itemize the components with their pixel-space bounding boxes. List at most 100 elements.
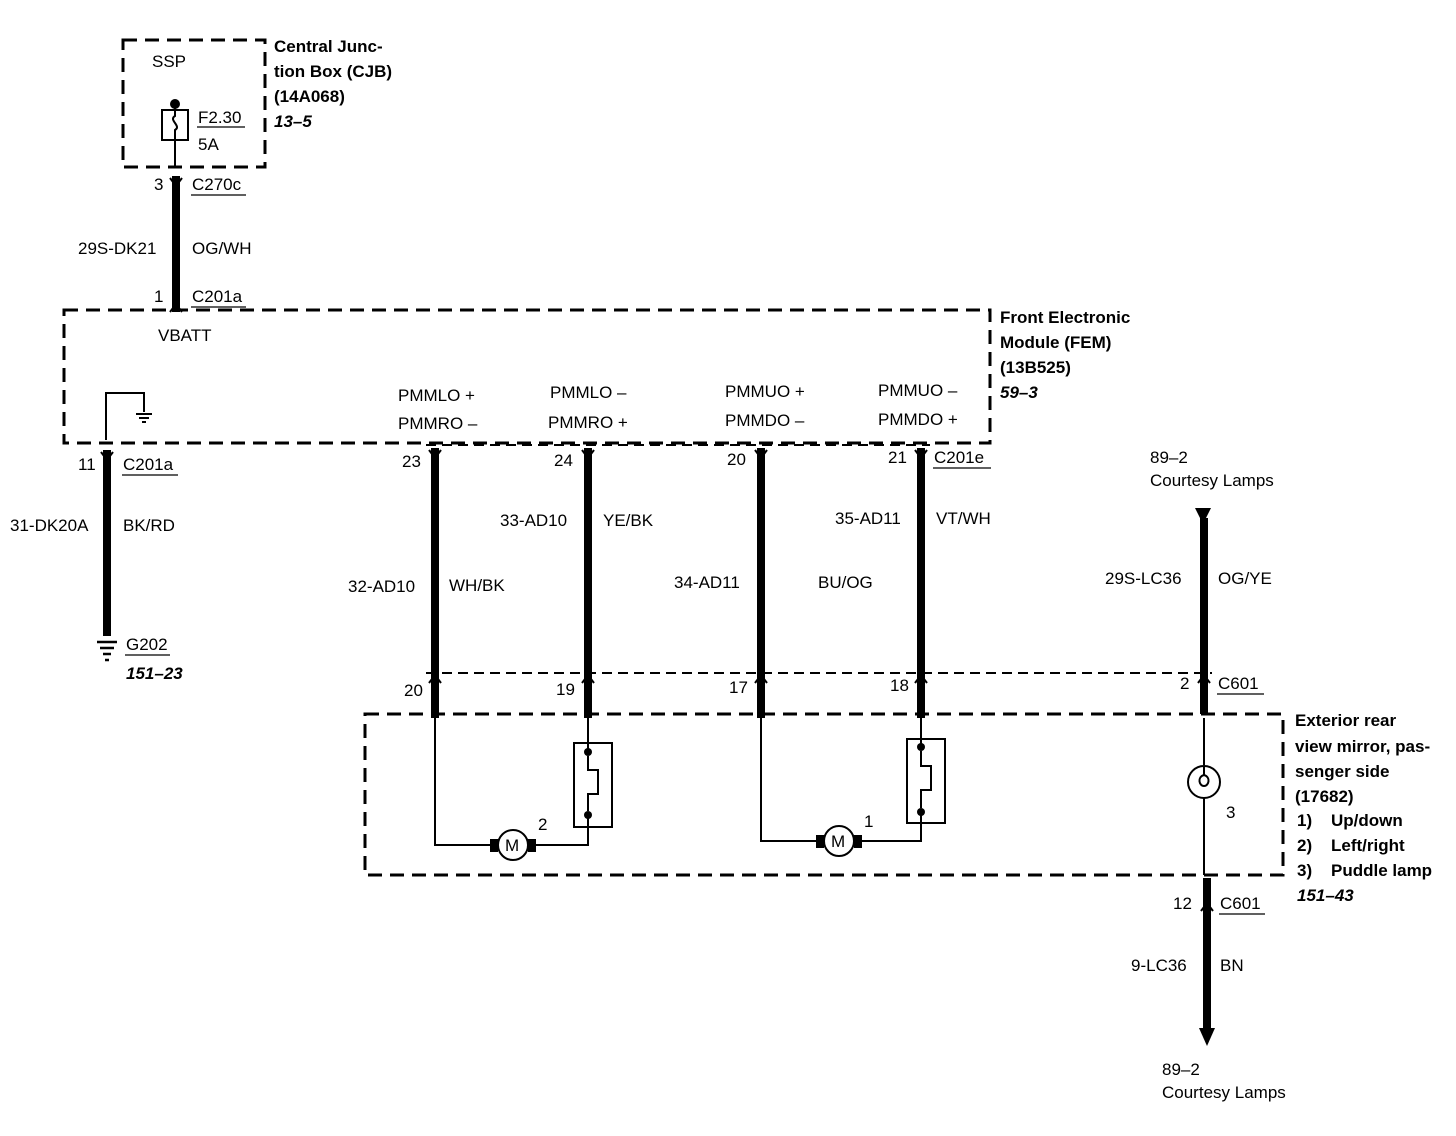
ground-id: G202 xyxy=(126,635,168,654)
courtesy-bottom-arrow xyxy=(1199,1028,1215,1046)
courtesy-bottom-ref: 89–2 xyxy=(1162,1060,1200,1079)
fuse-element xyxy=(172,104,178,168)
fem-title-1: Front Electronic xyxy=(1000,308,1130,327)
lamp-filament xyxy=(1198,766,1210,788)
mirror-title-1: Exterior rear xyxy=(1295,711,1396,730)
fem-signal-4-line2: PMMDO + xyxy=(878,410,958,429)
motor1-brush-right xyxy=(854,835,862,848)
courtesy-connector-top: C601 xyxy=(1218,674,1259,693)
ground-pin: 11 xyxy=(78,455,96,474)
feed-circuit: 29S-DK21 xyxy=(78,239,156,258)
lamp-num: 3 xyxy=(1226,803,1235,822)
courtesy-connector-bottom: C601 xyxy=(1220,894,1261,913)
mirror-item-1-text: Up/down xyxy=(1331,811,1403,830)
courtesy-bottom-label: Courtesy Lamps xyxy=(1162,1083,1286,1102)
mirror-box xyxy=(363,712,1285,877)
fem-signal-3-line1: PMMUO + xyxy=(725,382,805,401)
wire-3-mirror-pin: 17 xyxy=(729,678,748,697)
wire-1-circuit: 32-AD10 xyxy=(348,577,415,596)
wire-2-fem-pin: 24 xyxy=(554,451,573,470)
switch1-element xyxy=(920,751,932,808)
mirror-part-no: (17682) xyxy=(1295,787,1354,806)
fem-internal-ground-icon xyxy=(136,413,152,423)
wire-2-circuit: 33-AD10 xyxy=(500,511,567,530)
fem-connector-label: C201e xyxy=(934,448,984,467)
feed-connector-bottom-label: C201a xyxy=(192,287,243,306)
fem-signal-1-line2: PMMRO – xyxy=(398,414,478,433)
ground-circuit: 31-DK20A xyxy=(10,516,89,535)
wire-4-fem-pin: 21 xyxy=(888,448,907,467)
mirror-title-3: senger side xyxy=(1295,762,1390,781)
fem-vbatt: VBATT xyxy=(158,326,212,345)
mirror-wire-3 xyxy=(754,448,768,718)
cjb-title-2: tion Box (CJB) xyxy=(274,62,392,81)
motor1-brush-left xyxy=(816,835,824,848)
mirror-wire-2 xyxy=(581,448,595,718)
motor2-brush-right xyxy=(528,839,536,852)
cjb-inner-label: SSP xyxy=(152,52,186,71)
fuse-id: F2.30 xyxy=(198,108,241,127)
mirror-item-3-num: 3) xyxy=(1297,861,1312,880)
fem-signal-3-line2: PMMDO – xyxy=(725,411,805,430)
fem-box xyxy=(62,308,992,445)
mirror-item-3-text: Puddle lamp xyxy=(1331,861,1432,880)
cjb-title-1: Central Junc- xyxy=(274,37,383,56)
courtesy-circuit-bottom: 9-LC36 xyxy=(1131,956,1187,975)
mirror-ref: 151–43 xyxy=(1297,886,1354,905)
wire-1-mirror-pin: 20 xyxy=(404,681,423,700)
motor2-wire-left xyxy=(434,718,492,846)
ground-connector xyxy=(100,451,114,462)
motor2-num: 2 xyxy=(538,815,547,834)
cjb-part-no: (14A068) xyxy=(274,87,345,106)
courtesy-pin-top: 2 xyxy=(1180,674,1189,693)
feed-pin-bottom: 1 xyxy=(154,287,163,306)
feed-color: OG/WH xyxy=(192,239,252,258)
motor1-letter: M xyxy=(831,832,845,851)
ground-ref: 151–23 xyxy=(126,664,183,683)
wire-3-color: BU/OG xyxy=(818,573,873,592)
fem-ref: 59–3 xyxy=(1000,383,1038,402)
wire-1-color: WH/BK xyxy=(449,576,505,595)
mirror-item-2-text: Left/right xyxy=(1331,836,1405,855)
courtesy-pin-bottom: 12 xyxy=(1173,894,1192,913)
feed-pin-top: 3 xyxy=(154,175,163,194)
wire-4-circuit: 35-AD11 xyxy=(835,509,901,528)
courtesy-color: OG/YE xyxy=(1218,569,1272,588)
wire-3-circuit: 34-AD11 xyxy=(674,573,740,592)
fem-signal-1-line1: PMMLO + xyxy=(398,386,475,405)
mirror-wire-1 xyxy=(428,448,442,718)
fem-signal-4-line1: PMMUO – xyxy=(878,381,958,400)
courtesy-top-ref: 89–2 xyxy=(1150,448,1188,467)
wire-2-color: YE/BK xyxy=(603,511,654,530)
mirror-title-2: view mirror, pas- xyxy=(1295,737,1430,756)
mirror-item-2-num: 2) xyxy=(1297,836,1312,855)
motor2-letter: M xyxy=(505,836,519,855)
fem-part-no: (13B525) xyxy=(1000,358,1071,377)
motor1-icon xyxy=(823,825,855,857)
wire-4-mirror-pin: 18 xyxy=(890,676,909,695)
motor1-wire-left xyxy=(760,718,818,842)
feed-connector-top-label: C270c xyxy=(192,175,242,194)
motor2-icon xyxy=(497,829,529,861)
ground-icon xyxy=(97,640,117,662)
wire-1-fem-pin: 23 xyxy=(402,452,421,471)
limit-switch-2 xyxy=(573,742,613,828)
courtesy-color-bottom: BN xyxy=(1220,956,1244,975)
courtesy-circuit: 29S-LC36 xyxy=(1105,569,1182,588)
ground-connector-label: C201a xyxy=(123,455,174,474)
motor1-num: 1 xyxy=(864,812,873,831)
mirror-item-1-num: 1) xyxy=(1297,811,1312,830)
ground-color: BK/RD xyxy=(123,516,175,535)
fuse-rating: 5A xyxy=(198,135,219,154)
wire-4-color: VT/WH xyxy=(936,509,991,528)
fem-signal-2-line1: PMMLO – xyxy=(550,383,627,402)
limit-switch-1 xyxy=(906,738,946,824)
cjb-box xyxy=(121,38,267,169)
fem-title-2: Module (FEM) xyxy=(1000,333,1111,352)
fem-internal-ground-wire xyxy=(105,392,145,440)
feed-connector-top xyxy=(169,177,183,188)
courtesy-top-label: Courtesy Lamps xyxy=(1150,471,1274,490)
fem-signal-2-line2: PMMRO + xyxy=(548,413,628,432)
wire-3-fem-pin: 20 xyxy=(727,450,746,469)
